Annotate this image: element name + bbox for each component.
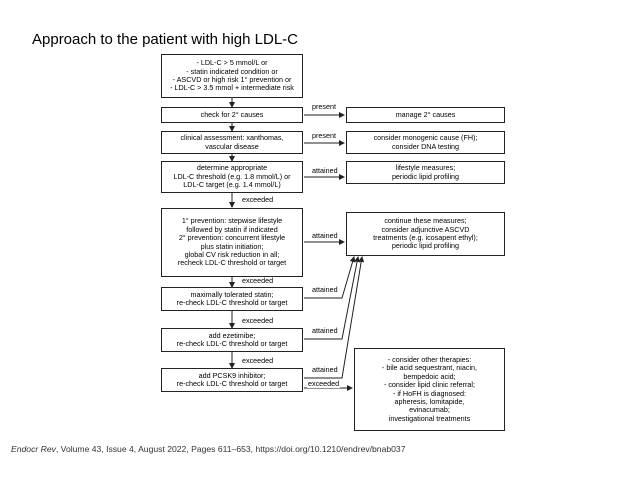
arrow-ezetimibe-attained [304, 256, 360, 340]
pcsk9-box: add PCSK9 inhibitor; re-check LDL-C thre… [161, 368, 303, 392]
label-attained-3: attained [311, 285, 339, 294]
citation-journal: Endocr Rev [11, 444, 56, 454]
label-present-1: present [311, 102, 337, 111]
arrow-pcsk9-attained [304, 256, 365, 379]
label-present-2: present [311, 131, 337, 140]
manage-causes-box: manage 2° causes [346, 107, 505, 123]
clinical-assessment-box: clinical assessment: xanthomas, vascular… [161, 131, 303, 154]
flowchart-connectors [229, 98, 365, 391]
label-attained-1: attained [311, 166, 339, 175]
continue-box: continue these measures; consider adjunc… [346, 212, 505, 256]
citation-details: , Volume 43, Issue 4, August 2022, Pages… [55, 444, 406, 454]
lifestyle-box: lifestyle measures; periodic lipid profi… [346, 161, 505, 184]
label-exceeded-3: exceeded [241, 316, 275, 325]
arrow-statin-attained [304, 256, 356, 299]
label-exceeded-2: exceeded [241, 276, 275, 285]
threshold-box: determine appropriate LDL-C threshold (e… [161, 161, 303, 193]
label-exceeded-1: exceeded [241, 195, 275, 204]
citation: Endocr Rev, Volume 43, Issue 4, August 2… [11, 444, 406, 454]
check-causes-box: check for 2° causes [161, 107, 303, 123]
prevention-box: 1° prevention: stepwise lifestyle follow… [161, 208, 303, 277]
slide-title: Approach to the patient with high LDL-C [32, 31, 298, 48]
criteria-box: - LDL-C > 5 mmol/L or - statin indicated… [161, 54, 303, 98]
monogenic-box: consider monogenic cause (FH); consider … [346, 131, 505, 154]
other-therapies-box: - consider other therapies: - bile acid … [354, 348, 505, 431]
flowchart-figure: - LDL-C > 5 mmol/L or - statin indicated… [157, 50, 512, 435]
label-attained-2: attained [311, 231, 339, 240]
label-attained-4: attained [311, 326, 339, 335]
ezetimibe-box: add ezetimibe; re-check LDL-C threshold … [161, 328, 303, 352]
label-exceeded-5: exceeded [307, 379, 341, 388]
label-attained-5: attained [311, 365, 339, 374]
max-statin-box: maximally tolerated statin; re-check LDL… [161, 287, 303, 311]
label-exceeded-4: exceeded [241, 356, 275, 365]
